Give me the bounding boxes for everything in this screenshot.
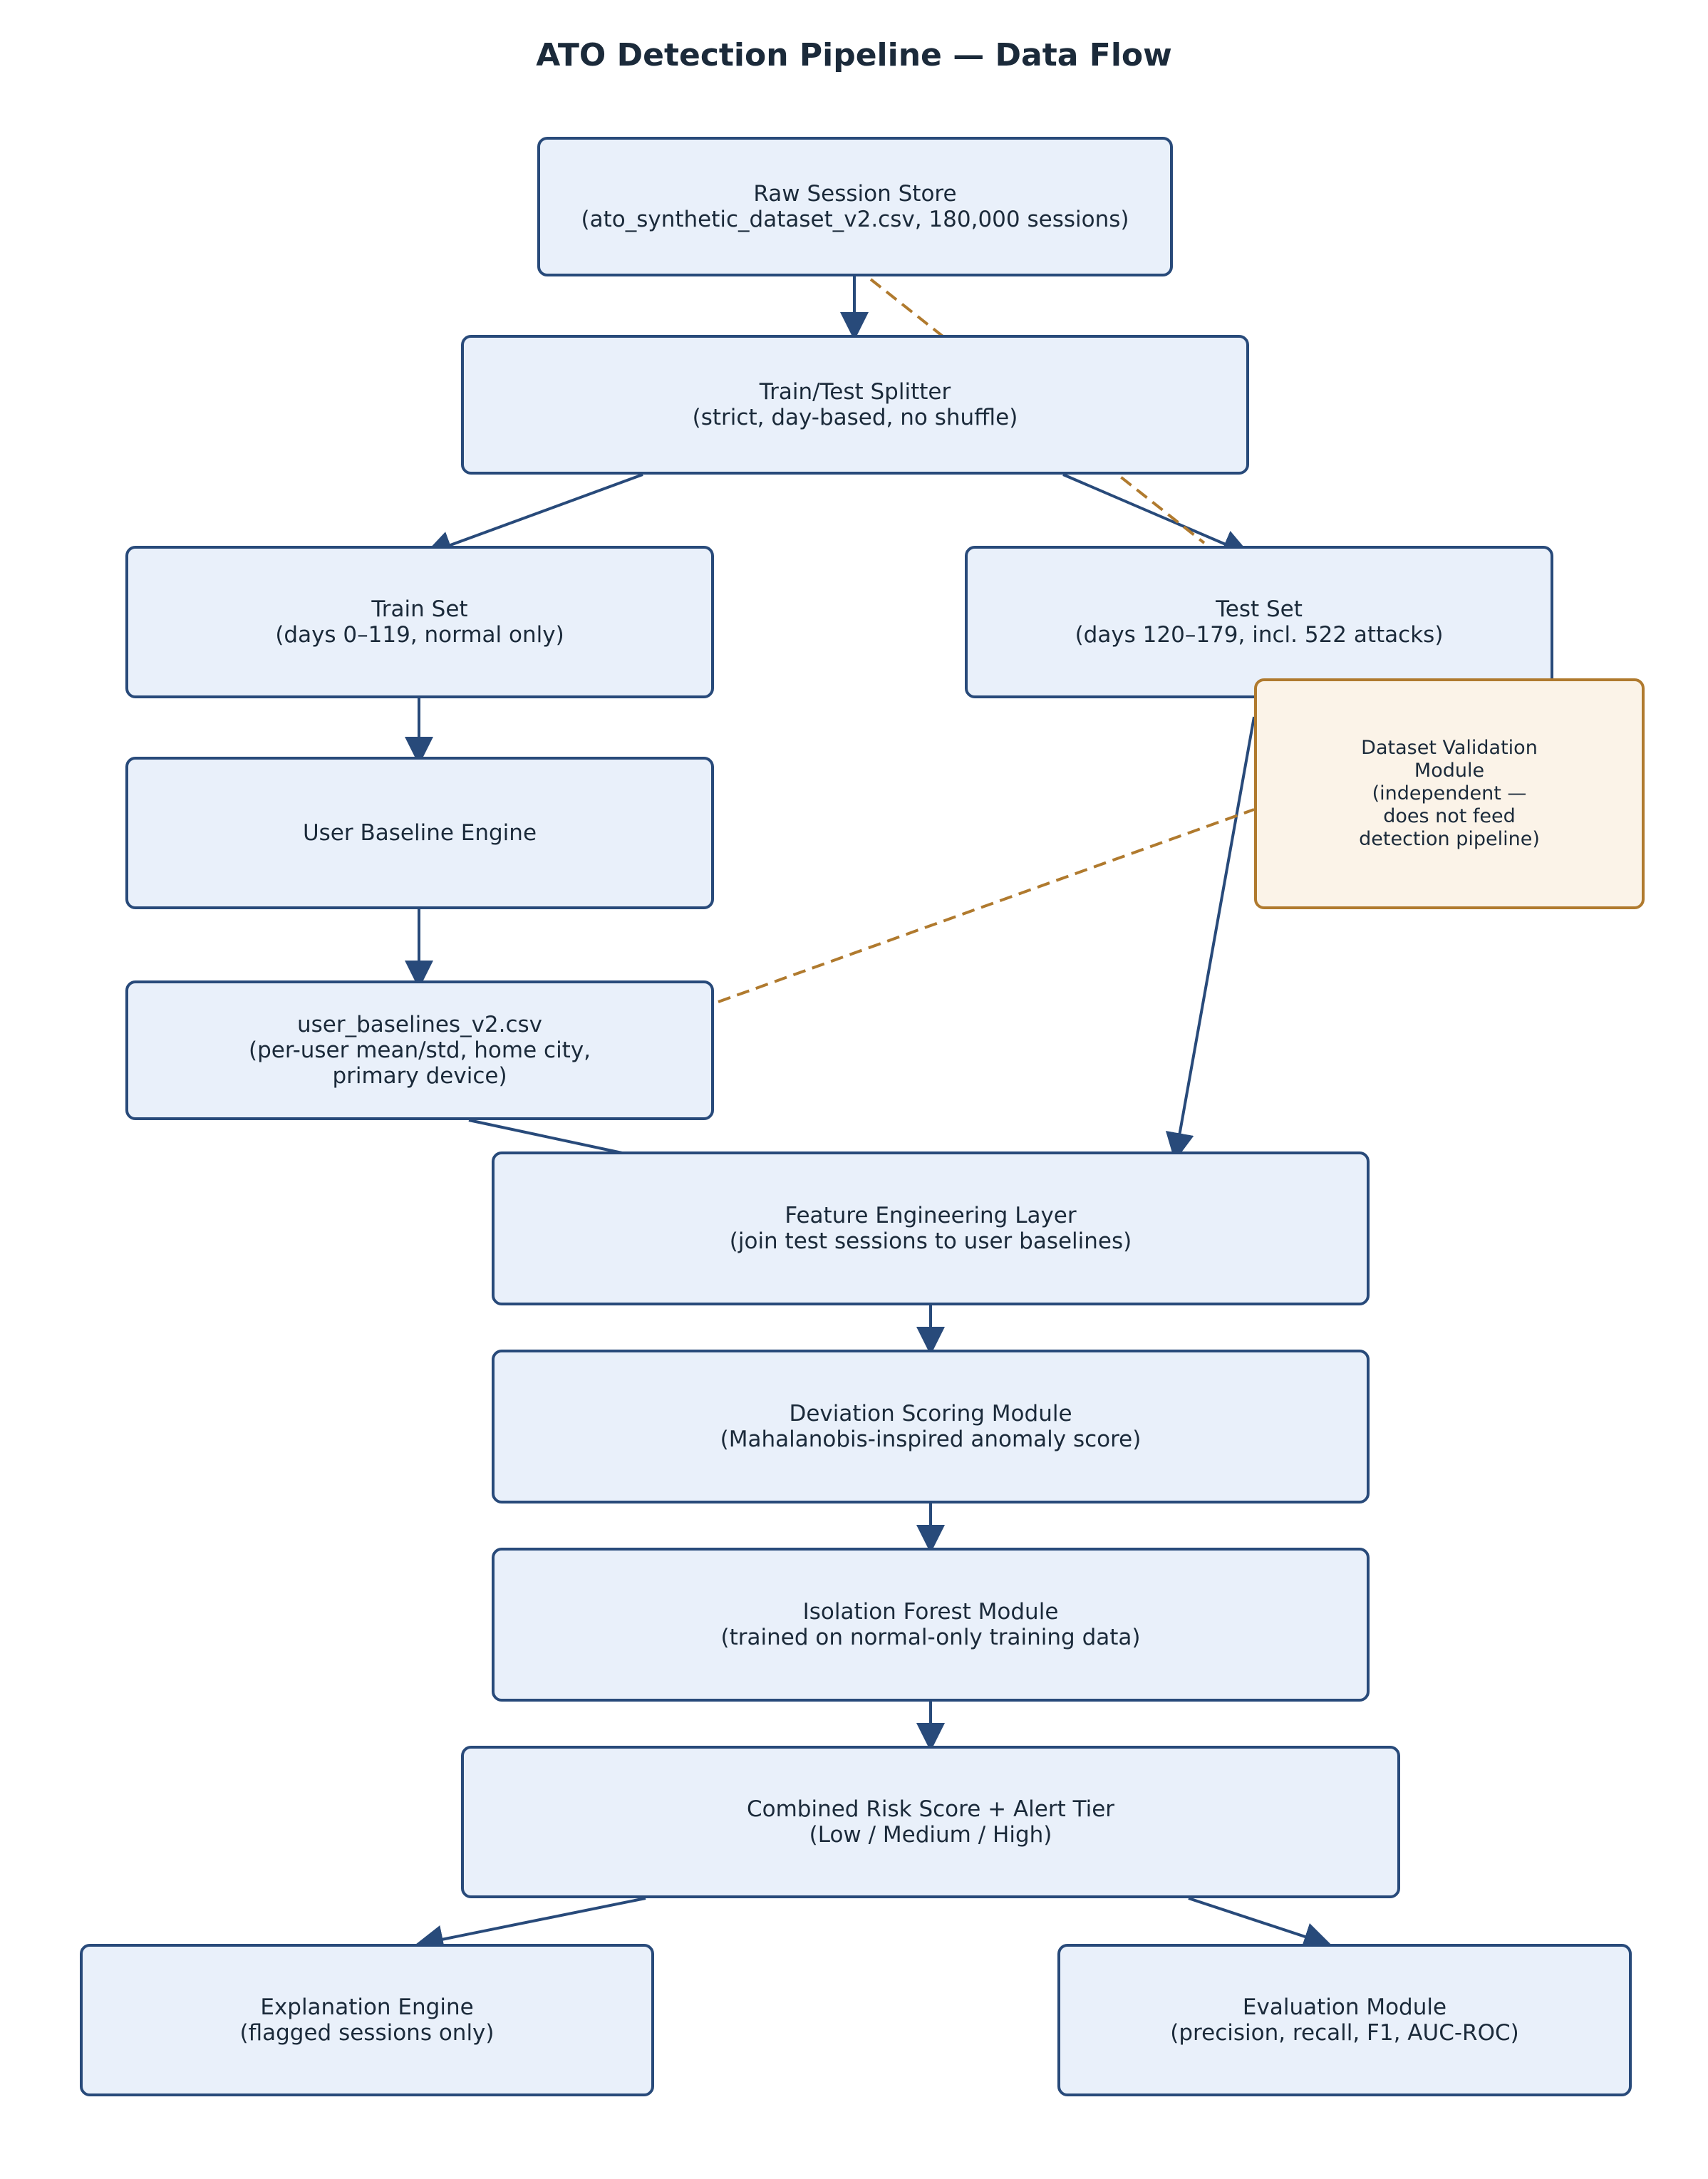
node-label-line: Deviation Scoring Module xyxy=(789,1401,1072,1427)
node-user-baselines-file: user_baselines_v2.csv (per-user mean/std… xyxy=(125,980,714,1120)
node-label-line: (Mahalanobis-inspired anomaly score) xyxy=(720,1427,1142,1452)
node-label-line: Dataset Validation xyxy=(1361,737,1538,759)
node-label-line: User Baseline Engine xyxy=(302,820,537,846)
node-label-line: Combined Risk Score + Alert Tier xyxy=(746,1796,1115,1822)
node-label-line: (per-user mean/std, home city, xyxy=(248,1037,591,1063)
node-label-line: (trained on normal-only training data) xyxy=(720,1625,1141,1650)
node-label-line: Explanation Engine xyxy=(260,1994,474,2020)
node-label-line: does not feed xyxy=(1383,805,1516,827)
node-label-line: Train Set xyxy=(371,596,468,622)
node-label-line: (join test sessions to user baselines) xyxy=(729,1228,1132,1254)
edge-raw-to-validation-dashed xyxy=(869,278,1206,544)
edge-test-to-feature-layer xyxy=(1165,716,1256,1161)
node-combined-risk-score: Combined Risk Score + Alert Tier (Low / … xyxy=(461,1746,1400,1898)
node-label-line: Raw Session Store xyxy=(753,181,957,207)
node-evaluation-module: Evaluation Module (precision, recall, F1… xyxy=(1057,1944,1632,2096)
node-label-line: Train/Test Splitter xyxy=(759,379,951,405)
edge-combined-to-evaluation xyxy=(1188,1897,1332,1950)
node-deviation-scoring-module: Deviation Scoring Module (Mahalanobis-in… xyxy=(492,1350,1370,1503)
node-user-baseline-engine: User Baseline Engine xyxy=(125,757,714,909)
node-label-line: (days 120–179, incl. 522 attacks) xyxy=(1075,622,1444,648)
node-label-line: Test Set xyxy=(1216,596,1303,622)
node-label-line: (days 0–119, normal only) xyxy=(275,622,564,648)
node-label-line: Evaluation Module xyxy=(1242,1994,1447,2020)
node-feature-engineering-layer: Feature Engineering Layer (join test ses… xyxy=(492,1151,1370,1305)
node-label-line: primary device) xyxy=(332,1063,507,1089)
node-explanation-engine: Explanation Engine (flagged sessions onl… xyxy=(80,1944,654,2096)
edge-combined-to-explanation xyxy=(415,1897,646,1954)
edge-file-to-feature-layer xyxy=(468,1119,623,1154)
node-label-line: (Low / Medium / High) xyxy=(809,1822,1052,1848)
edge-splitter-to-train xyxy=(423,473,643,559)
node-label-line: user_baselines_v2.csv xyxy=(296,1012,543,1037)
diagram-title: ATO Detection Pipeline — Data Flow xyxy=(536,37,1172,73)
node-test-set: Test Set (days 120–179, incl. 522 attack… xyxy=(965,546,1553,698)
node-label-line: (independent — xyxy=(1372,782,1527,804)
node-train-set: Train Set (days 0–119, normal only) xyxy=(125,546,714,698)
node-dataset-validation-module: Dataset Validation Module (independent —… xyxy=(1254,678,1645,909)
node-label-line: (strict, day-based, no shuffle) xyxy=(692,405,1018,430)
node-label-line: (ato_synthetic_dataset_v2.csv, 180,000 s… xyxy=(581,207,1129,232)
edge-splitter-to-test xyxy=(1062,473,1251,557)
node-label-line: detection pipeline) xyxy=(1359,828,1540,850)
node-label-line: Feature Engineering Layer xyxy=(785,1203,1077,1228)
node-train-test-splitter: Train/Test Splitter (strict, day-based, … xyxy=(461,335,1249,475)
node-label-line: (flagged sessions only) xyxy=(239,2020,495,2046)
node-label-line: (precision, recall, F1, AUC-ROC) xyxy=(1170,2020,1519,2046)
node-raw-session-store: Raw Session Store (ato_synthetic_dataset… xyxy=(537,137,1173,276)
node-label-line: Isolation Forest Module xyxy=(802,1599,1059,1625)
node-label-line: Module xyxy=(1414,760,1485,782)
edge-file-to-validation-dashed xyxy=(718,808,1255,1003)
node-isolation-forest-module: Isolation Forest Module (trained on norm… xyxy=(492,1548,1370,1702)
